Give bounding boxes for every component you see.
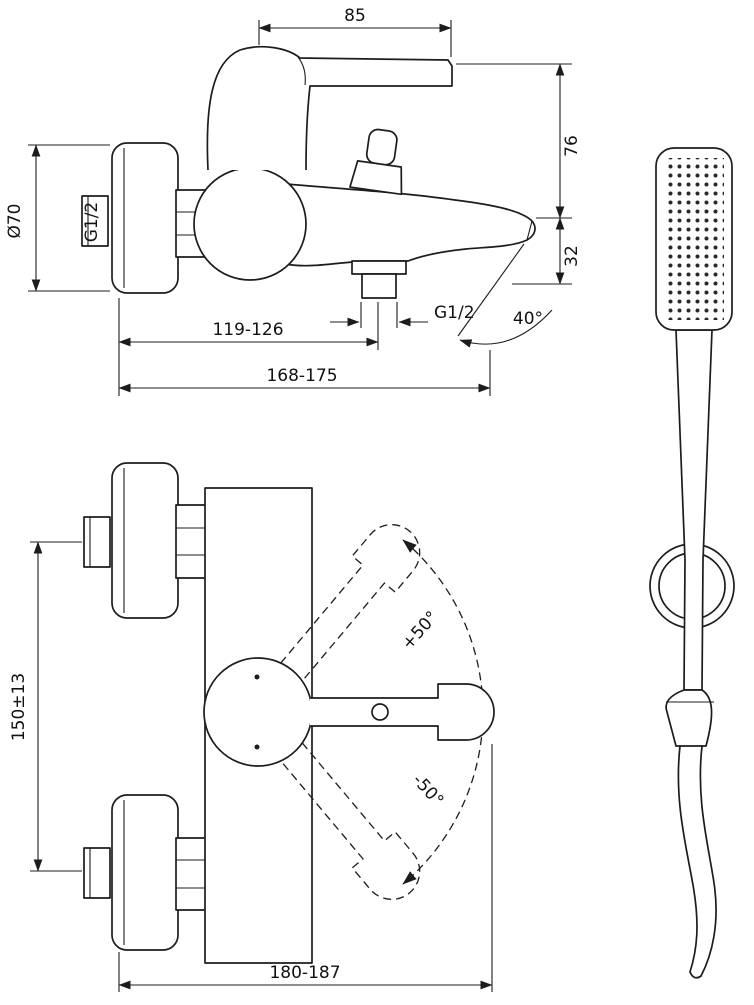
dim-label-reach-overall: 168-175	[266, 366, 337, 386]
lever-handle-front	[309, 683, 495, 741]
lever-screw	[371, 703, 389, 721]
side-view: 85 76 32 Ø70 G1/2 G1/2 119-126 168-175	[5, 6, 582, 396]
center-mark	[254, 744, 260, 750]
dim-label-76: 76	[562, 135, 582, 157]
inlet-nipple-bottom	[83, 847, 111, 899]
wall-flange-bottom	[111, 794, 179, 951]
hose-end	[689, 971, 702, 979]
spray-direction-line	[457, 243, 525, 337]
lever-handle	[206, 45, 453, 171]
valve-body-front	[203, 657, 313, 767]
inlet-thread-label: G1/2	[82, 202, 102, 243]
front-view: +50° -50° 150±13 180-187	[9, 462, 495, 992]
hose-line	[699, 745, 717, 977]
dim-label-overall-width: 180-187	[269, 963, 340, 983]
angle-down-label: -50°	[408, 770, 447, 810]
diverter-knob-base	[349, 160, 403, 196]
wall-flange	[111, 142, 179, 294]
spout-body	[285, 183, 536, 267]
shower-handle	[675, 329, 713, 691]
dim-label-inlet-spacing: 150±13	[9, 673, 29, 741]
inlet-nipple	[81, 195, 109, 247]
center-mark	[254, 674, 260, 680]
outlet-collar	[351, 260, 407, 275]
lever-joint-line	[297, 56, 306, 86]
spray-angle-arc	[459, 309, 553, 348]
inlet-nipple-top	[83, 516, 111, 568]
diverter-knob	[349, 128, 403, 196]
spout-tip-face	[526, 220, 533, 241]
hose-line	[677, 745, 698, 973]
diverter-knob-cap	[365, 128, 398, 166]
outlet-tube	[361, 273, 397, 299]
hose-cone	[665, 689, 713, 747]
hand-shower-assembly	[649, 147, 735, 979]
wall-flange-top	[111, 462, 179, 619]
dim-label-32: 32	[562, 245, 582, 267]
valve-body	[193, 167, 307, 281]
spray-angle-label: 40°	[513, 309, 543, 329]
dim-label-reach-outlet: 119-126	[212, 320, 283, 340]
outlet-thread-label: G1/2	[434, 303, 475, 323]
dim-label-85: 85	[344, 6, 366, 26]
shower-spray-face	[666, 158, 724, 320]
dim-label-diameter: Ø70	[5, 203, 25, 238]
angle-up-label: +50°	[398, 607, 443, 653]
